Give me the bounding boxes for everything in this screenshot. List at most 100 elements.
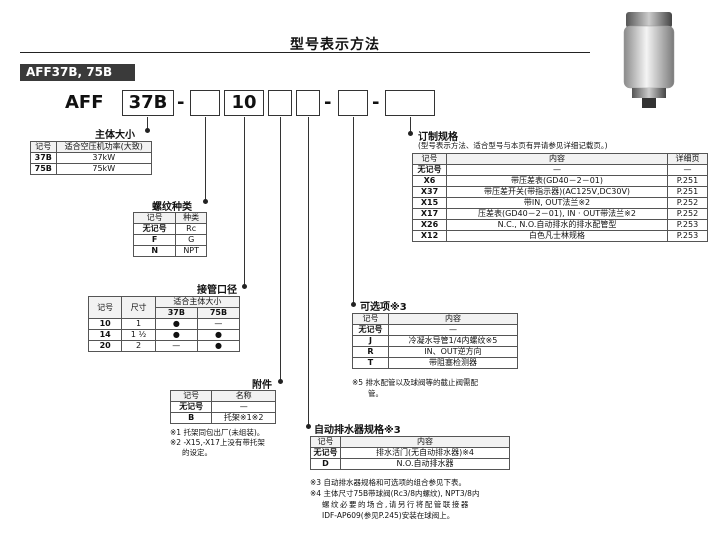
table-cell: ● [196,340,241,352]
table-cell: D [310,458,341,470]
title-underline [20,52,590,53]
leader-dot [203,199,208,204]
table-cell: — [388,324,518,336]
col-header: 适合空压机功率(大致) [55,141,152,153]
table-row: 记号内容详细页 [412,153,708,165]
options-heading: 可选项※3 [360,302,407,313]
leader-dot [351,302,356,307]
table-row: 记号内容 [352,313,518,325]
accessory-box [268,90,292,116]
table-cell: X15 [412,197,447,209]
custom-subheading: (型号表示方法、适合型号与本页有异请参见详细记载页。) [418,141,608,150]
leader-body [147,117,148,131]
table-cell: B [169,412,213,424]
leader-dot [408,131,413,136]
table-cell: P.252 [667,208,708,220]
leader-dot [278,379,283,384]
col-header: 内容 [446,153,668,165]
accessory-note-2: ※2 -X15,-X17上没有带托架 [170,438,265,447]
col-header: 记号 [352,313,389,325]
table-row: 记号名称 [169,390,276,402]
table-cell: 无记号 [132,223,177,235]
table-cell: 带压差开关(带指示器)(AC125V,DC30V) [446,186,668,198]
table-cell: 带压差表(GD40－2－01) [446,175,668,187]
options-note-2: 管。 [368,389,383,398]
accessory-note-3: 的设定。 [182,448,212,457]
table-cell: X26 [412,219,447,231]
table-row: 记号 尺寸 适合主体大小 [87,296,241,319]
table-cell: 冷凝水导管1/4内螺纹※5 [388,335,518,347]
dash-3: - [372,92,380,113]
page-title: 型号表示方法 [290,37,380,53]
table-cell: 1 ½ [121,329,156,341]
col-header: 记号 [87,296,123,319]
table-cell: G [175,234,207,246]
options-box [338,90,368,116]
custom-heading: 订制规格 [418,132,458,143]
table-cell: 无记号 [169,401,213,413]
leader-port [244,117,245,287]
table-cell: 14 [87,329,123,341]
table-cell: 1 [121,318,156,330]
leader-options [353,117,354,305]
accessory-heading: 附件 [252,380,272,391]
col-header: 记号 [30,141,57,153]
col-header: 适合主体大小 [154,296,241,308]
table-cell: X37 [412,186,447,198]
drain-heading: 自动排水器规格※3 [314,425,401,436]
table-cell: 托架※1※2 [211,412,276,424]
product-image [623,12,675,108]
drain-note-1: ※3 自动排水器规格和可选项的组合参见下表。 [310,478,466,487]
table-cell: T [352,357,389,369]
table-cell: — [446,164,668,176]
custom-box [385,90,435,116]
col-header: 详细页 [667,153,708,165]
dash-2: - [324,92,332,113]
col-header: 内容 [388,313,518,325]
table-cell: P.251 [667,186,708,198]
leader-dot [242,284,247,289]
table-cell: P.252 [667,197,708,209]
table-cell: 10 [87,318,123,330]
options-note-1: ※5 排水配管以及球阀等的截止阀需配 [352,378,478,387]
col-header: 记号 [132,212,177,224]
table-row: 记号适合空压机功率(大致) [30,141,152,153]
port-size-heading: 接管口径 [197,285,237,296]
table-cell: N [132,245,177,257]
leader-drain [308,117,309,427]
table-cell: ● [154,318,198,330]
table-cell: Rc [175,223,207,235]
table-cell: 压差表(GD40－2－01), IN · OUT带法兰※2 [446,208,668,220]
table-cell: ● [196,329,241,341]
table-row: 无记号— [352,324,518,336]
port-size-box: 10 [224,90,264,116]
model-prefix: AFF [65,92,104,113]
col-header: 记号 [412,153,447,165]
table-cell: X6 [412,175,447,187]
drain-note-3: 螺纹必要的场合,请另行将配管联接器 [322,500,470,509]
body-size-heading: 主体大小 [95,130,135,141]
col-header: 记号 [310,436,341,448]
col-header: 内容 [340,436,510,448]
table-cell: 无记号 [352,324,389,336]
table-cell: X12 [412,230,447,242]
table-cell: 37B [30,152,57,164]
